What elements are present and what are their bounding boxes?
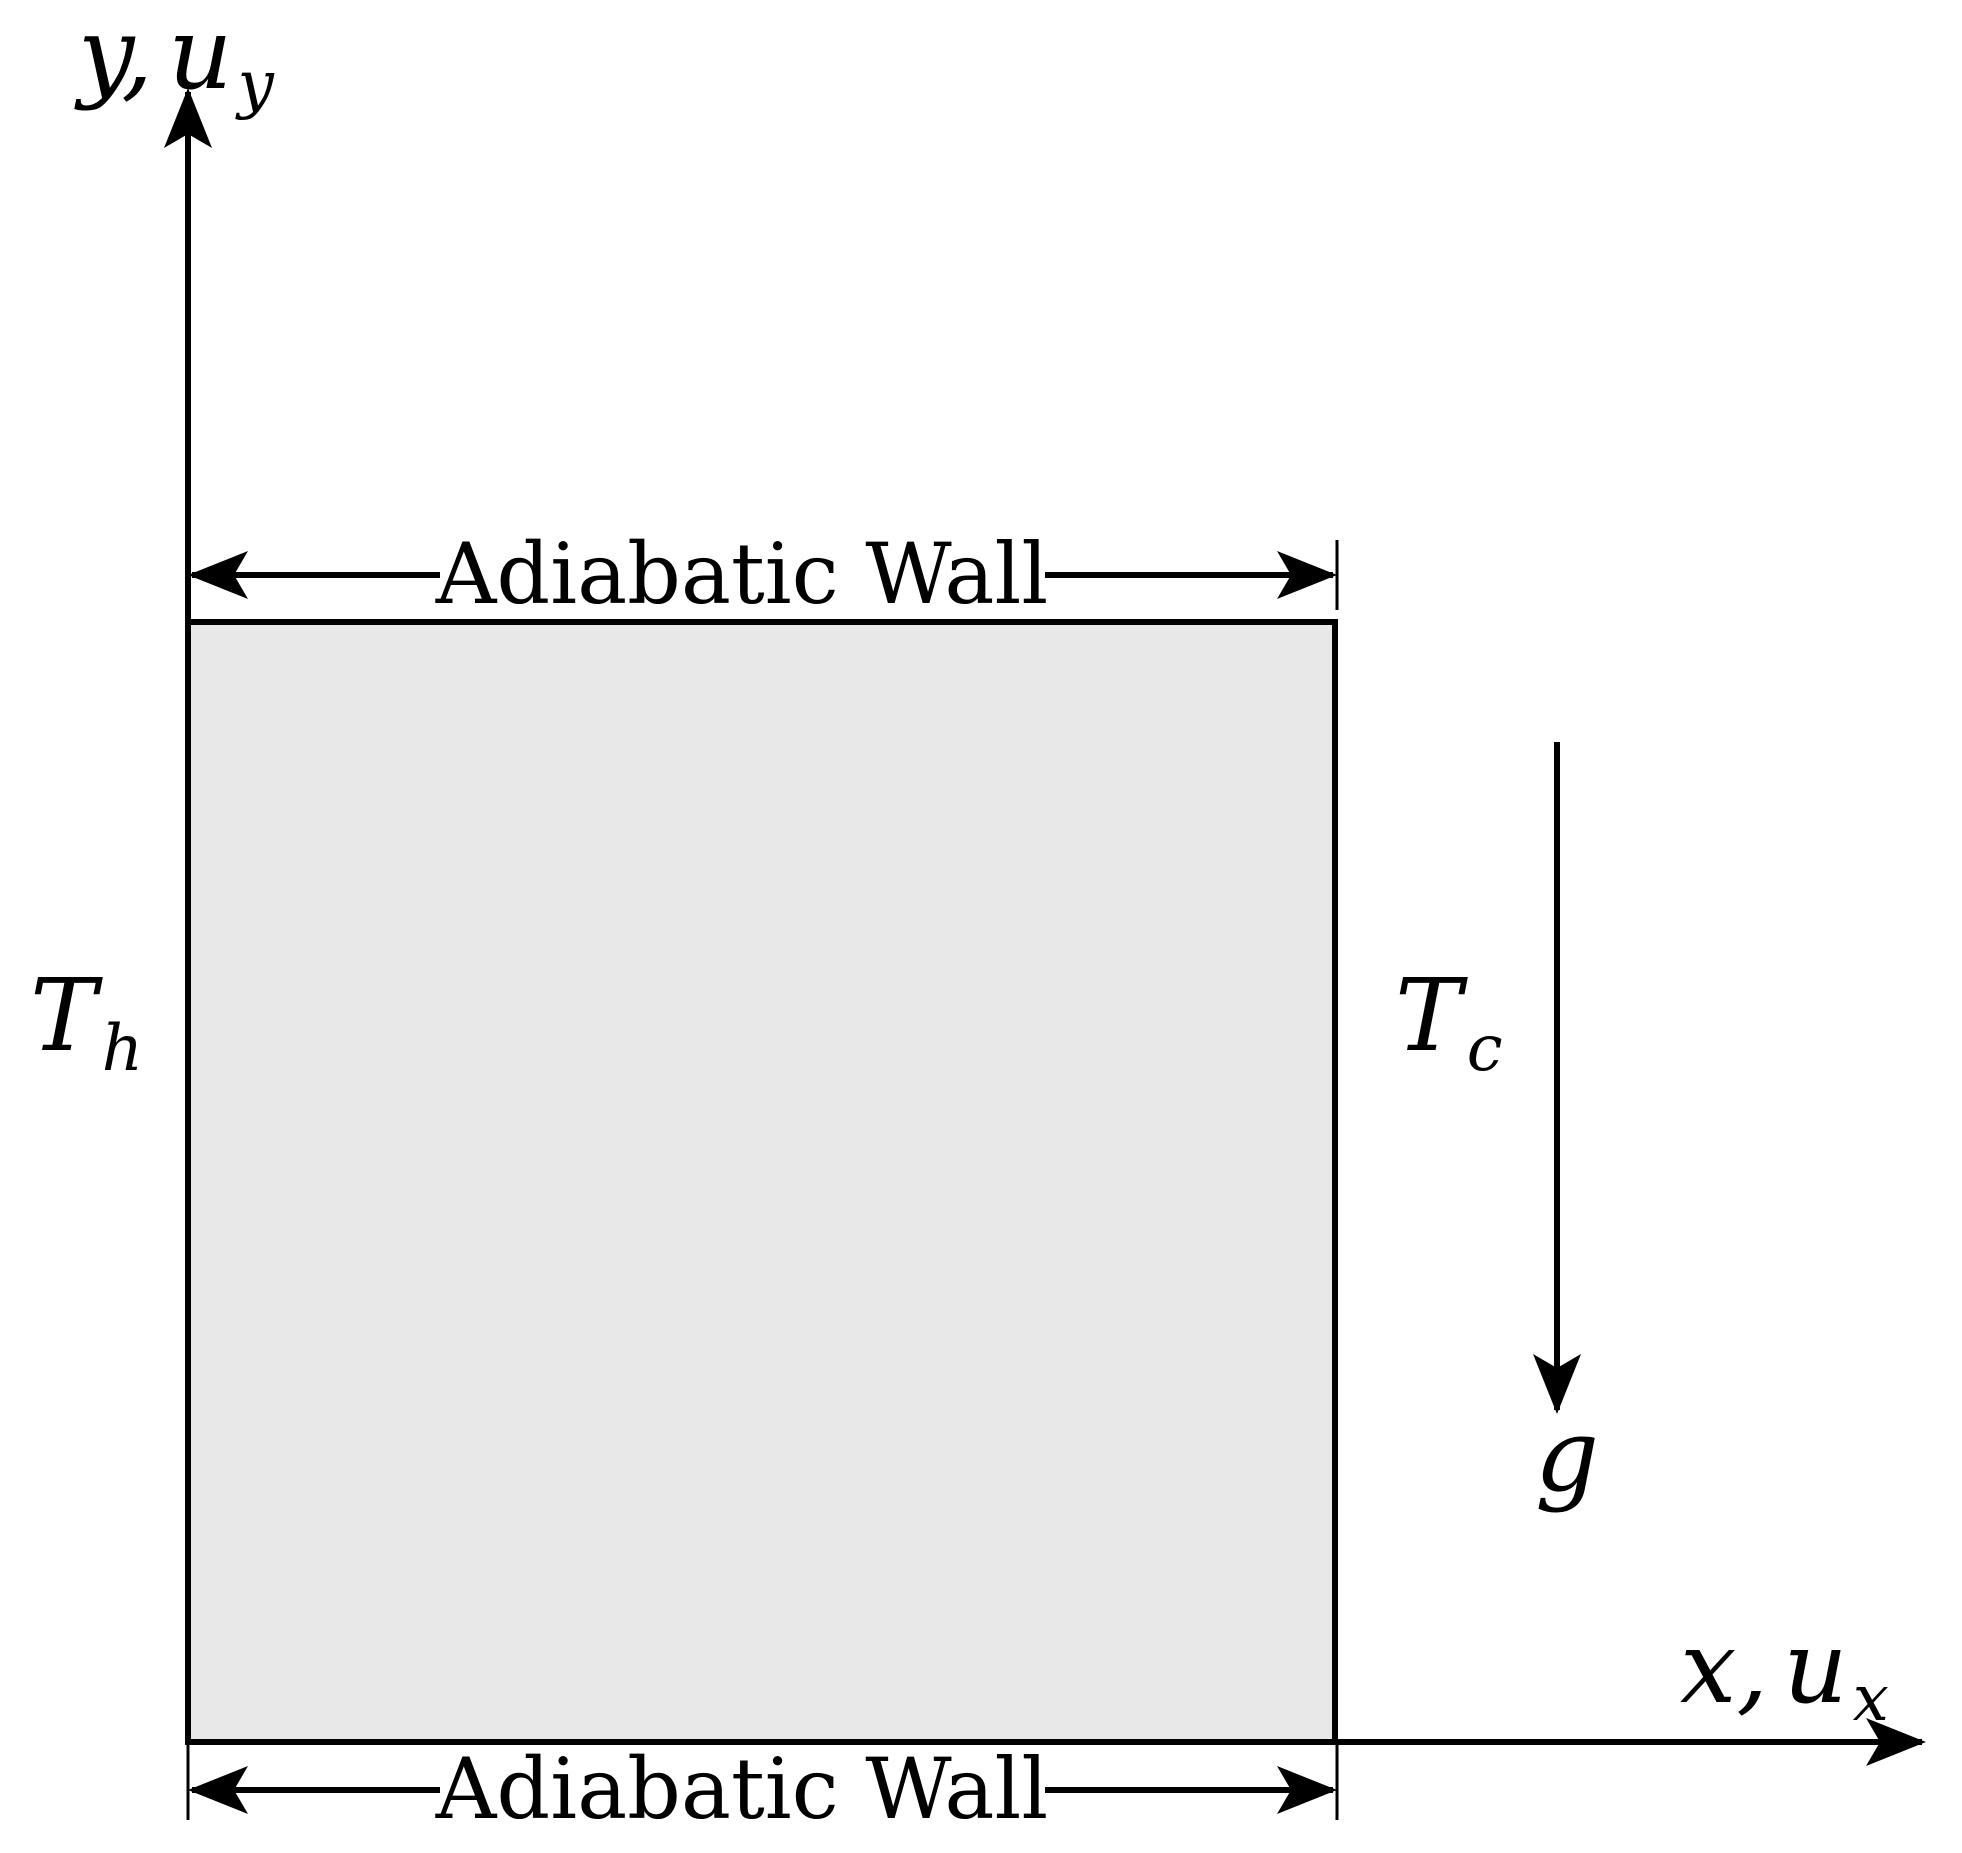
top-wall-label: Adiabatic Wall	[435, 525, 1048, 623]
bottom-wall-dimension: Adiabatic Wall	[186, 1740, 1339, 1838]
hot-temperature-label: T h	[30, 957, 143, 1086]
x-axis-label-main: x,	[1680, 1609, 1768, 1726]
x-axis-label-sub: x	[1853, 1662, 1889, 1736]
bottom-wall-label: Adiabatic Wall	[435, 1740, 1048, 1838]
hot-temperature-main: T	[30, 957, 103, 1074]
cold-temperature-label: T c	[1395, 957, 1503, 1086]
cavity	[185, 619, 1338, 1745]
y-axis-label: y, u y	[74, 0, 275, 122]
y-axis-label-var: u	[168, 0, 232, 112]
hot-temperature-sub: h	[102, 1012, 143, 1086]
gravity-label: g	[1535, 1397, 1599, 1514]
cold-temperature-sub: c	[1467, 1012, 1503, 1086]
top-wall-dimension: Adiabatic Wall	[188, 525, 1339, 623]
y-axis-label-sub: y	[235, 48, 275, 122]
x-axis-label-var: u	[1783, 1609, 1847, 1726]
cold-temperature-main: T	[1395, 957, 1468, 1074]
y-axis-label-main: y,	[74, 0, 153, 112]
x-axis-label: x, u x	[1680, 1609, 1889, 1736]
